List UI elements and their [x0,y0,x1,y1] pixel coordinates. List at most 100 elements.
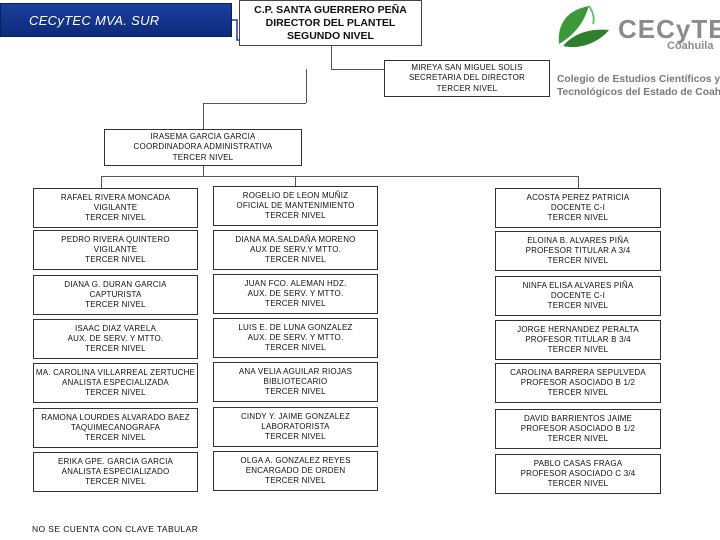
staff-name: OLGA A. GONZALEZ REYES [240,455,351,465]
logo-subtitle-line: Tecnológicos del Estado de Coahuila [557,87,720,98]
staff-name: ELOINA B. ALVARES PIÑA [527,235,629,245]
staff-name: JORGE HERNANDEZ PERALTA [517,324,639,334]
staff-role: BIBLIOTECARIO [263,376,328,386]
staff-name: ERIKA GPE. GARCIA GARCIA [57,456,174,466]
staff-name: CAROLINA BARRERA SEPULVEDA [510,367,646,377]
staff-role: PROFESOR ASOCIADO B 1/2 [520,377,636,387]
staff-level: TERCER NIVEL [265,387,326,397]
staff-name: ANA VELIA AGUILAR RIOJAS [238,366,353,376]
staff-name: DIANA MA.SALDAÑA MORENO [235,234,356,244]
staff-role: OFICIAL DE MANTENIMIENTO [236,200,355,210]
coordinator-name: IRASEMA GARCIA GARCIA [150,132,256,142]
connector-line [203,103,306,104]
staff-level: TERCER NIVEL [85,433,146,443]
staff-level: TERCER NIVEL [547,301,609,311]
coordinator-role: COORDINADORA ADMINISTRATIVA [133,142,273,152]
staff-level: TERCER NIVEL [547,345,609,355]
staff-name: JUAN FCO. ALEMAN HDZ. [244,278,347,288]
staff-level: TERCER NIVEL [85,255,146,265]
connector-line [203,166,204,176]
staff-name: RAMONA LOURDES ALVARADO BAEZ [41,412,190,422]
staff-role: LABORATORISTA [261,421,330,431]
staff-name: DIANA G. DURAN GARCIA [64,279,167,289]
staff-level: TERCER NIVEL [85,477,146,487]
staff-level: TERCER NIVEL [265,432,326,442]
staff-level: TERCER NIVEL [265,211,326,221]
staff-role: AUX. DE SERV. Y MTTO. [247,288,344,298]
secretary-name: MIREYA SAN MIGUEL SOLIS [411,63,523,73]
director-name: C.P. SANTA GUERRERO PEÑA [254,3,407,16]
staff-name: LUIS E. DE LUNA GONZALEZ [238,322,353,332]
staff-level: TERCER NIVEL [85,300,146,310]
staff-level: TERCER NIVEL [265,476,326,486]
staff-name: CINDY Y. JAIME GONZALEZ [240,411,351,421]
staff-role: ANALISTA ESPECIALIZADA [62,377,169,387]
staff-box-middle: JUAN FCO. ALEMAN HDZ.AUX. DE SERV. Y MTT… [213,274,378,314]
staff-level: TERCER NIVEL [85,213,146,223]
staff-role: VIGILANTE [93,202,138,212]
logo-name: CECyTE [618,14,720,44]
staff-name: ISAAC DIAZ VARELA [74,323,157,333]
secretary-box: MIREYA SAN MIGUEL SOLIS SECRETARIA DEL D… [384,60,550,97]
secretary-level: TERCER NIVEL [436,83,498,93]
staff-role: ENCARGADO DE ORDEN [245,465,346,475]
cecyte-logo [549,0,720,100]
logo-region: Coahuila [667,40,714,52]
staff-role: VIGILANTE [93,244,138,254]
staff-name: DAVID BARRIENTOS JAIME [523,413,633,423]
staff-name: PABLO CASAS FRAGA [533,458,623,468]
director-role: DIRECTOR DEL PLANTEL [265,16,396,29]
connector-line [203,103,204,129]
footnote: NO SE CUENTA CON CLAVE TABULAR [32,524,199,534]
connector-line [101,176,102,188]
staff-level: TERCER NIVEL [85,344,146,354]
secretary-role: SECRETARIA DEL DIRECTOR [408,73,526,83]
director-level: SEGUNDO NIVEL [287,29,374,42]
staff-level: TERCER NIVEL [265,343,326,353]
logo-subtitle-line: Colegio de Estudios Científicos y [557,74,720,85]
staff-level: TERCER NIVEL [85,388,146,398]
staff-level: TERCER NIVEL [547,434,609,444]
staff-name: ACOSTA PEREZ PATRICIA [526,192,630,202]
staff-role: AUX. DE SERV. Y MTTO. [247,332,344,342]
coordinator-level: TERCER NIVEL [172,152,234,162]
staff-role: PROFESOR ASOCIADO B 1/2 [520,423,636,433]
staff-role: AUX. DE SERV. Y MTTO. [67,333,164,343]
staff-role: AUX DE SERV.Y MTTO. [249,244,342,254]
staff-level: TERCER NIVEL [265,255,326,265]
connector-line [331,46,332,69]
staff-role: ANALISTA ESPECIALIZADO [61,466,170,476]
staff-level: TERCER NIVEL [547,388,609,398]
staff-name: ROGELIO DE LEON MUÑIZ [242,190,349,200]
staff-name: RAFAEL RIVERA MONCADA [60,192,171,202]
staff-level: TERCER NIVEL [547,479,609,489]
director-box: C.P. SANTA GUERRERO PEÑA DIRECTOR DEL PL… [239,0,422,46]
connector-line [101,176,579,177]
staff-role: TAQUIMECANOGRAFA [70,422,161,432]
staff-name: MA. CAROLINA VILLARREAL ZERTUCHE [35,367,196,377]
connector-line [295,176,296,186]
staff-role: PROFESOR ASOCIADO C 3/4 [520,468,636,478]
staff-name: NINFA ELISA ALVARES PIÑA [522,280,634,290]
staff-level: TERCER NIVEL [547,213,609,223]
staff-role: PROFESOR TITULAR A 3/4 [525,245,631,255]
connector-line [306,69,307,103]
staff-role: DOCENTE C-I [550,202,606,212]
